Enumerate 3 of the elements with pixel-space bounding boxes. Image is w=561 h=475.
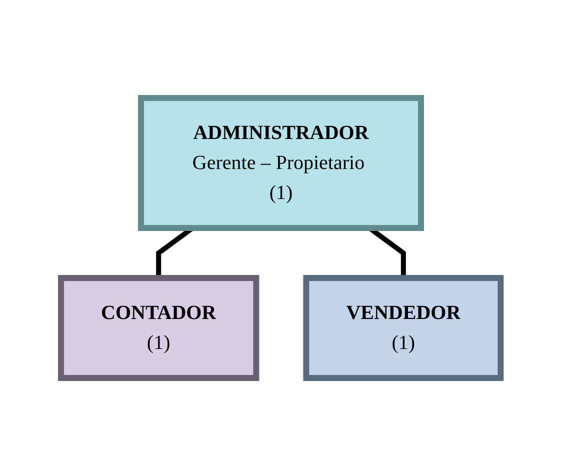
node-box: CONTADOR (1)	[58, 274, 259, 380]
node-box: ADMINISTRADOR Gerente – Propietario (1)	[138, 94, 424, 230]
node-box: VENDEDOR (1)	[302, 274, 504, 380]
